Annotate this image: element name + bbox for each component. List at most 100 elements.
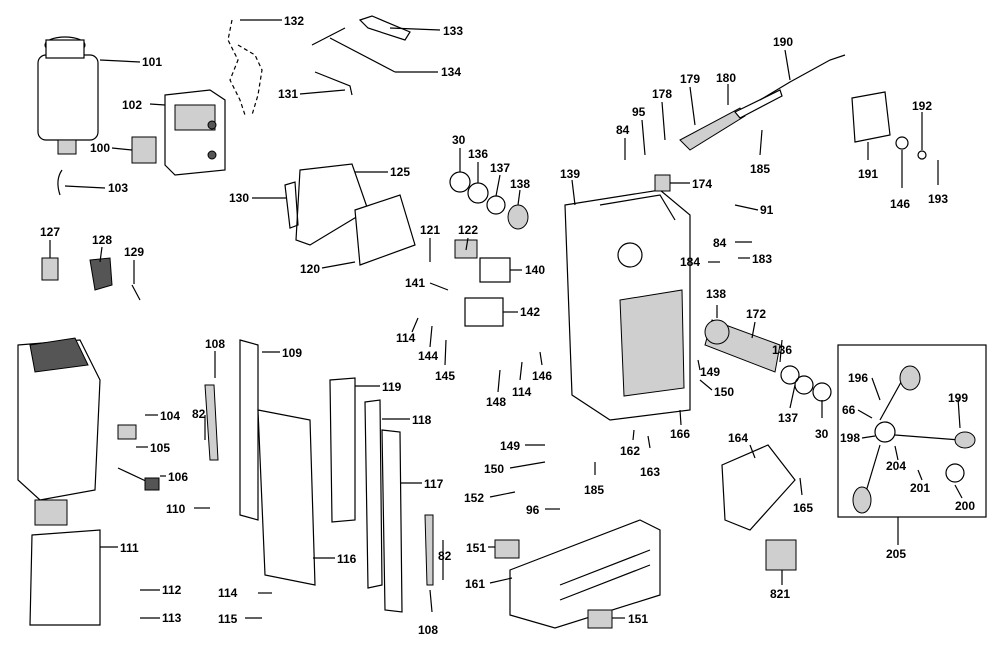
label-30-top: 30 [452,133,466,147]
part-190-cable [759,54,846,101]
inset-205-parts [852,365,976,514]
part-142-switch [464,297,504,327]
label-134: 134 [441,65,461,79]
label-102: 102 [122,98,142,112]
label-138-top: 138 [510,177,530,191]
part-140-switch [479,257,511,283]
part-161-base [509,519,661,629]
label-178: 178 [652,87,672,101]
part-164-cover [721,444,796,531]
part-117-strip [381,429,403,613]
label-136-top: 136 [468,147,488,161]
label-109: 109 [282,346,302,360]
label-146-top: 146 [890,197,910,211]
part-motor-assembly [17,337,101,626]
label-185-bottom: 185 [584,483,604,497]
label-111: 111 [120,541,139,555]
label-161: 161 [465,577,485,591]
part-821-label [765,539,797,571]
label-821: 821 [770,587,790,601]
label-151-left: 151 [466,541,486,555]
leader-lines [49,19,963,619]
label-101: 101 [142,55,162,69]
label-164: 164 [728,431,748,445]
label-131: 131 [278,87,298,101]
label-84-top: 84 [616,123,630,137]
part-134-t-wrench [311,27,396,73]
label-163: 163 [640,465,660,479]
label-95: 95 [632,105,646,119]
label-100: 100 [90,141,110,155]
label-196: 196 [848,371,868,385]
part-138-bushing-b [704,319,730,345]
part-136-ring-b [780,365,800,385]
part-102-bottle-holder [164,89,226,176]
part-131-hex-key [314,71,353,96]
label-184: 184 [680,255,700,269]
part-130-handle [284,181,299,229]
part-100-label [131,136,157,164]
label-116: 116 [337,552,357,566]
label-132: 132 [284,14,304,28]
label-192: 192 [912,99,932,113]
part-108-gib [204,384,219,461]
part-174-fitting [654,174,671,192]
label-110: 110 [166,502,186,516]
label-122: 122 [458,223,478,237]
label-145: 145 [435,369,455,383]
label-113: 113 [162,611,182,625]
part-136-ring [467,182,489,204]
part-179-strain-relief [679,107,746,151]
label-137-top: 137 [490,161,510,175]
part-180-sleeve [734,89,783,119]
label-148: 148 [486,395,506,409]
label-190: 190 [773,35,793,49]
label-129: 129 [124,245,144,259]
part-138-bushing [507,204,529,230]
part-125-plate [295,163,369,246]
label-96: 96 [526,503,540,517]
part-192-washer [917,150,927,160]
label-201: 201 [910,481,930,495]
part-127-knob [41,257,59,281]
label-141: 141 [405,276,425,290]
part-137-ring-b [794,375,814,395]
label-112: 112 [162,583,182,597]
label-137-mid: 137 [778,411,798,425]
label-120: 120 [300,262,320,276]
label-114-a: 114 [396,331,416,345]
label-114-bottom: 114 [218,586,238,600]
part-146-washer [895,136,909,150]
label-152: 152 [464,491,484,505]
label-91: 91 [760,203,774,217]
label-185-top: 185 [750,162,770,176]
label-149-top: 149 [700,365,720,379]
label-193: 193 [928,192,948,206]
label-133: 133 [443,24,463,38]
part-139-frame [564,189,691,421]
label-179: 179 [680,72,700,86]
part-129-pin [131,284,141,301]
label-82-left: 82 [192,407,206,421]
label-165: 165 [793,501,813,515]
label-166: 166 [670,427,690,441]
label-119: 119 [382,380,402,394]
label-199: 199 [948,391,968,405]
label-104: 104 [160,409,180,423]
label-172: 172 [746,307,766,321]
part-30-ring-b [812,382,832,402]
label-125: 125 [390,165,410,179]
label-146-mid: 146 [532,369,552,383]
label-150-bottom: 150 [484,462,504,476]
label-105: 105 [150,441,170,455]
label-139: 139 [560,167,580,181]
label-198: 198 [840,431,860,445]
part-105-clamp [117,424,137,440]
label-130: 130 [229,191,249,205]
part-151-label-b [587,609,613,629]
label-138-mid: 138 [706,287,726,301]
label-136-mid: 136 [772,343,792,357]
part-132-chain [227,19,263,116]
